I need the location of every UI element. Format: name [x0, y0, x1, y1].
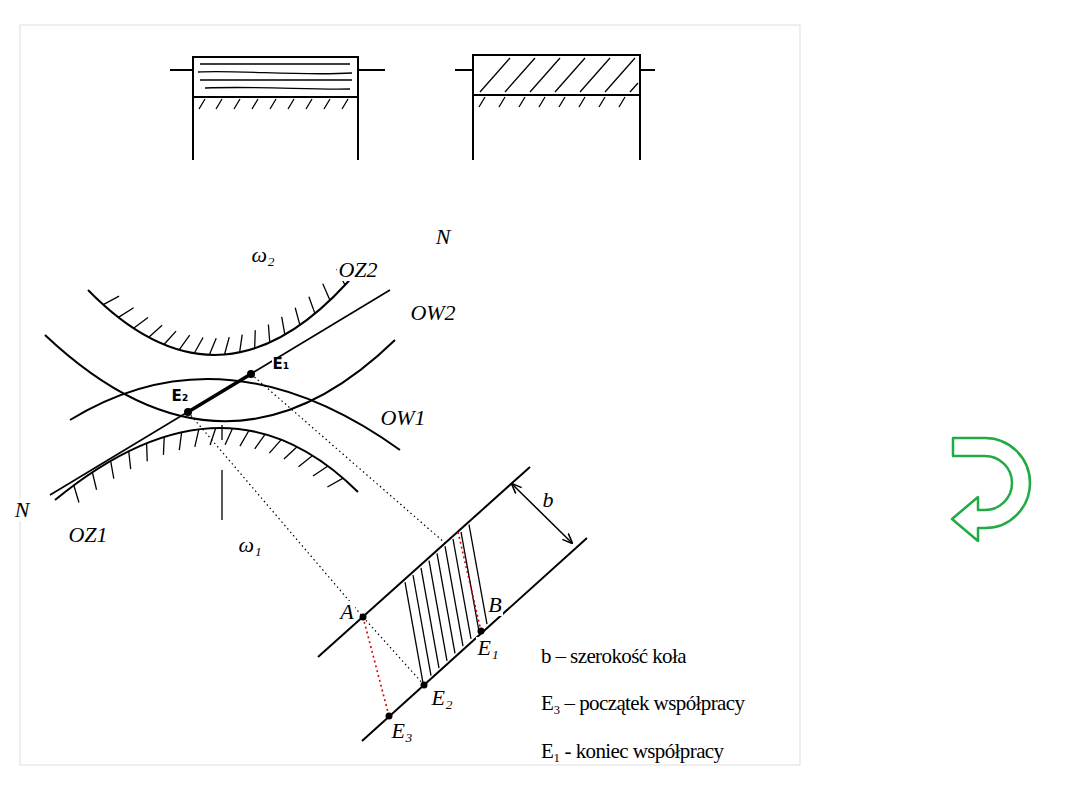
legend-text: E₃ – początek współpracy [540, 693, 745, 714]
line-of-action [50, 290, 390, 495]
width-dimension [512, 484, 572, 543]
hatch-tick [103, 296, 119, 304]
point-label: E₂ [171, 389, 190, 404]
tip-circle-1 [70, 379, 400, 450]
point-label: ω₂ [250, 244, 275, 266]
hatch-line [405, 582, 423, 683]
point-label: OW2 [409, 302, 456, 324]
point-label: E₃ [390, 720, 413, 742]
hatch-tick [225, 337, 230, 354]
hatch-gear-2 [103, 269, 345, 355]
tooth-sketch-right [455, 55, 655, 160]
frame [20, 25, 800, 765]
hatch-tick [195, 429, 199, 447]
hatch-tick [284, 447, 297, 459]
point-label: E₁ [272, 357, 291, 372]
hatch-line [429, 561, 447, 661]
hatch-tick [134, 317, 148, 328]
point-label: E₁ [476, 637, 499, 659]
hatch-line [413, 575, 431, 676]
hatch-tick [149, 325, 162, 337]
hatch-tick [74, 485, 79, 502]
hatch-tick [118, 308, 133, 318]
legend-text: E₁ - koniec współpracy [540, 741, 724, 762]
center-mark [221, 425, 222, 520]
hatch-tick [92, 472, 96, 489]
hatch-tick [323, 284, 330, 300]
hatch-tick [269, 440, 281, 454]
point-label: OZ1 [67, 524, 108, 546]
hatch-tick [179, 432, 181, 450]
hatch-tick [268, 325, 269, 343]
hatch-line [437, 553, 455, 653]
hatch-tick [254, 330, 256, 348]
hatch-tick [299, 456, 313, 467]
point-label: A [339, 601, 354, 623]
gear-circles [45, 268, 400, 520]
hatch-tick [209, 338, 216, 355]
band-points [360, 614, 485, 720]
hatch-tick [194, 338, 203, 354]
rotation-arrow [952, 438, 1030, 541]
hatch-tick [313, 466, 328, 476]
hatch-tick [163, 437, 165, 455]
hatch-line [469, 525, 487, 624]
hatch-tick [146, 443, 148, 461]
point-label: ω₁ [237, 534, 262, 556]
hatch-line [421, 568, 439, 668]
hatch-tick [327, 478, 343, 487]
hatch-tick [179, 335, 190, 350]
hatch-line [453, 539, 471, 639]
hatch-gear-1 [74, 428, 343, 503]
hatch-tick [309, 297, 315, 314]
legend-text: b – szerokość koła [540, 646, 687, 667]
point-label: B [487, 594, 502, 616]
point-label: E₂ [430, 687, 453, 709]
root-circle-2 [88, 268, 360, 355]
tooth-sketch-left [170, 57, 385, 160]
projection-lines [188, 374, 445, 685]
hatch-tick [111, 461, 114, 479]
contact-area-hatch [405, 525, 487, 683]
point-label: OZ2 [337, 259, 378, 281]
point-label: N [14, 499, 31, 521]
hatch-line [445, 546, 463, 646]
point-label: OW1 [379, 407, 426, 429]
point-label: N [435, 226, 452, 248]
hatch-tick [129, 451, 131, 469]
hatch-tick [295, 308, 300, 325]
hatch-tick [240, 335, 243, 353]
hatch-tick [282, 317, 285, 335]
hatch-tick [240, 430, 249, 446]
red-projection [363, 532, 481, 716]
tip-circle-2 [45, 335, 395, 421]
point-label: b [542, 489, 555, 511]
hatch-tick [210, 428, 216, 445]
hatch-tick [164, 331, 176, 344]
hatch-tick [255, 434, 266, 449]
hatch-tick [225, 428, 232, 444]
